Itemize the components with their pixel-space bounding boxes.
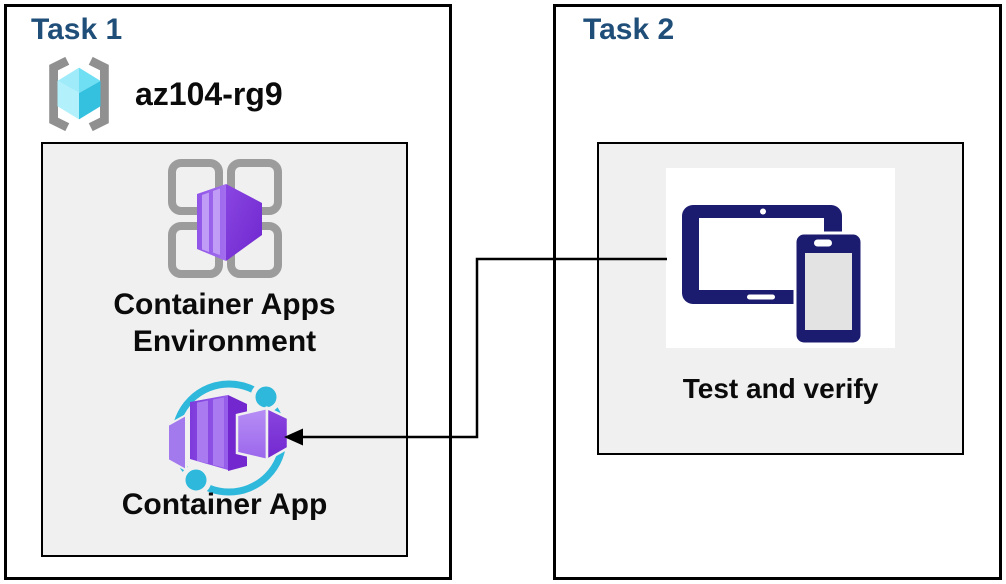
ring-dot-top bbox=[250, 381, 282, 413]
task1-inner-panel: Container Apps Environment bbox=[41, 142, 408, 557]
resource-group-icon bbox=[49, 56, 109, 132]
cube bbox=[57, 67, 101, 120]
bracket-right bbox=[88, 56, 109, 132]
task1-box: Task 1 az104-rg9 bbox=[4, 4, 452, 580]
phone-speaker bbox=[814, 239, 832, 247]
tablet-phone-devices-icon bbox=[682, 205, 864, 346]
tablet-camera-dot bbox=[760, 208, 766, 215]
resource-group-label: az104-rg9 bbox=[135, 75, 283, 112]
task1-title: Task 1 bbox=[31, 13, 123, 46]
ring-dot-bottom bbox=[180, 464, 212, 496]
task2-box: Task 2 Test and verif bbox=[553, 4, 1002, 580]
bracket-left bbox=[49, 56, 70, 132]
resource-group: az104-rg9 bbox=[37, 55, 283, 133]
test-and-verify-label: Test and verify bbox=[682, 373, 879, 404]
test-verify-icon-panel bbox=[666, 168, 895, 348]
container-boxes bbox=[167, 395, 290, 472]
tablet-home-bar bbox=[747, 294, 775, 300]
task2-title: Task 2 bbox=[583, 13, 675, 46]
container-apps-environment-icon bbox=[168, 159, 282, 278]
container-apps-environment-label: Container Apps Environment bbox=[113, 288, 336, 358]
container-box bbox=[197, 184, 262, 261]
container-app-label: Container App bbox=[121, 488, 328, 521]
phone-screen bbox=[805, 253, 852, 330]
container-app-icon bbox=[167, 380, 290, 496]
phone bbox=[793, 231, 864, 346]
task2-inner-panel: Test and verify bbox=[597, 142, 964, 455]
